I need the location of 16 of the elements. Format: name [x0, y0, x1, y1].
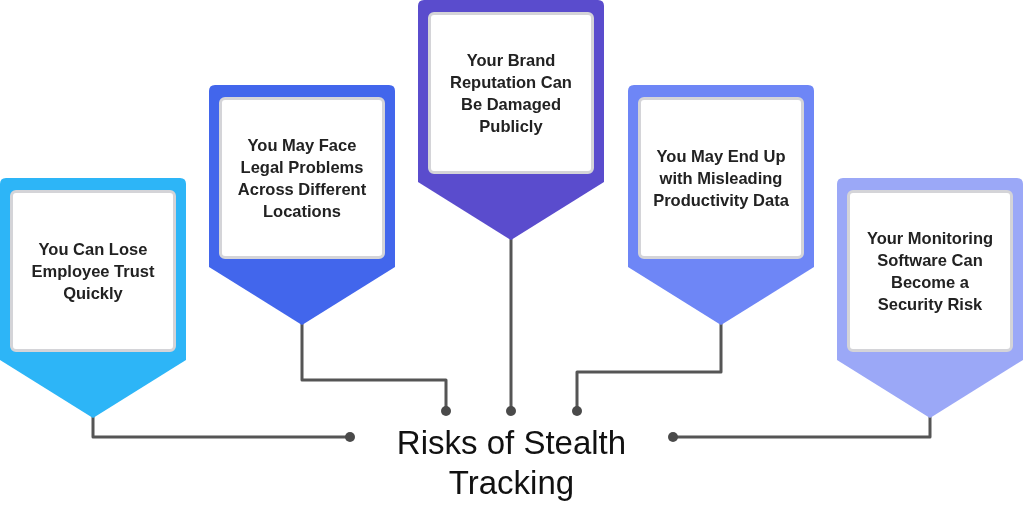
card-text: Your Brand Reputation Can Be Damaged Publicly [449, 50, 573, 137]
card-text: Your Monitoring Software Can Become a Security Risk [865, 228, 995, 315]
shield-card [0, 178, 186, 418]
card-text: You May Face Legal Problems Across Different Locations [236, 135, 368, 222]
connector-line [506, 238, 516, 416]
shield-card [209, 85, 395, 325]
connector-line [668, 416, 932, 442]
connector-line [91, 416, 355, 442]
shield-card [418, 0, 604, 240]
central-title: Risks of Stealth Tracking [350, 411, 673, 506]
card-text: You Can Lose Employee Trust Quickly [30, 239, 156, 304]
shield-card [837, 178, 1023, 418]
connector-line [300, 323, 451, 416]
shield-card [628, 85, 814, 325]
card-text: You May End Up with Misleading Productivity Data [652, 146, 790, 211]
connector-line [572, 323, 723, 416]
